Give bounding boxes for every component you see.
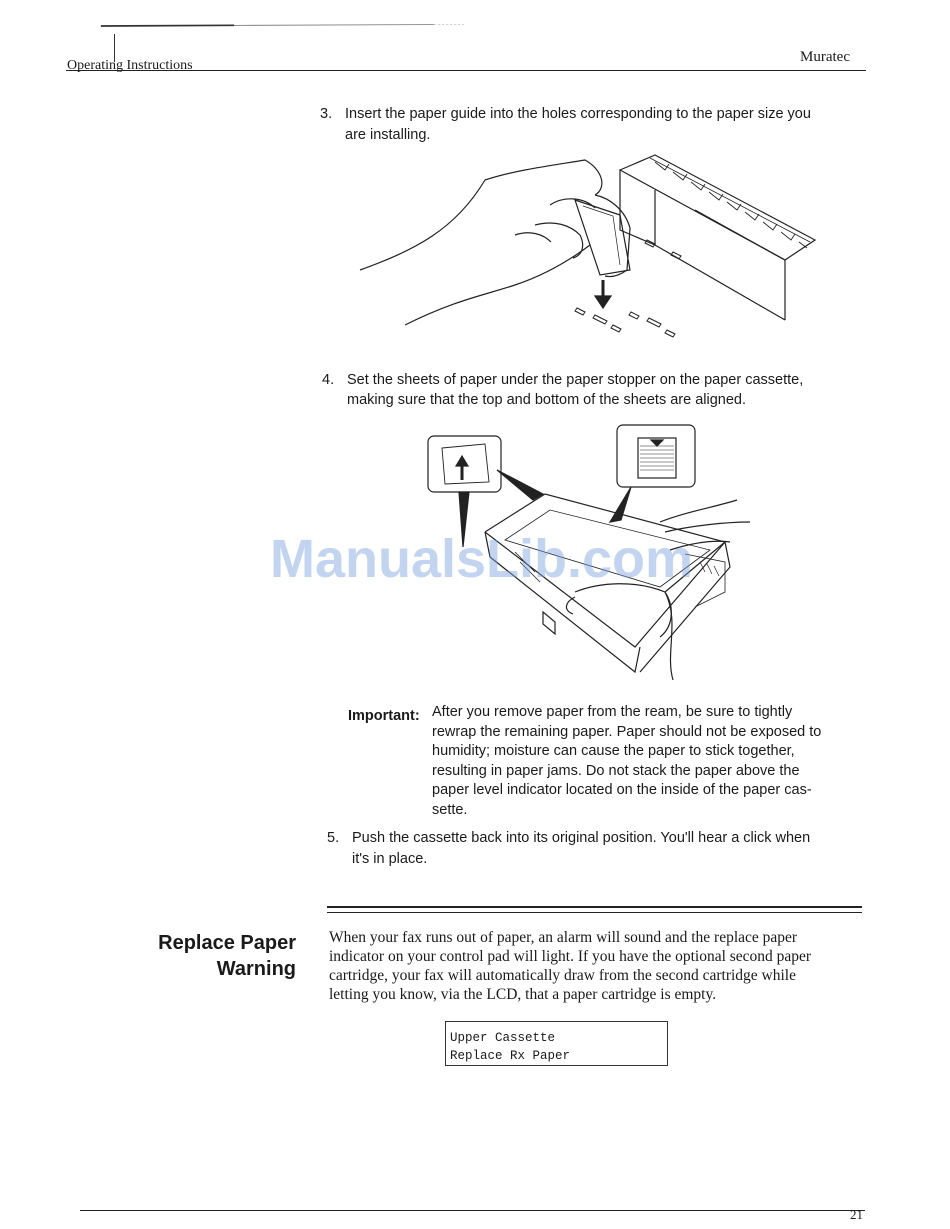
lcd-display: Upper Cassette Replace Rx Paper <box>445 1021 668 1066</box>
important-line: paper level indicator located on the ins… <box>432 782 812 798</box>
header-tick-mark <box>114 34 115 62</box>
important-body: After you remove paper from the ream, be… <box>432 703 852 820</box>
step-text-line: Insert the paper guide into the holes co… <box>345 106 811 122</box>
important-line: rewrap the remaining paper. Paper should… <box>432 723 822 740</box>
step-text-line: it's in place. <box>352 851 428 867</box>
step-5: 5. Push the cassette back into its origi… <box>327 828 867 872</box>
step-number: 5. <box>327 830 340 846</box>
header-rule <box>66 70 866 71</box>
page-number: 21 <box>850 1207 863 1222</box>
lcd-line-2: Replace Rx Paper <box>450 1049 571 1063</box>
section-body: When your fax runs out of paper, an alar… <box>329 928 864 1004</box>
section-heading: Replace Paper Warning <box>120 930 296 982</box>
watermark-text: ManualsLib.com <box>270 529 694 589</box>
footer-rule <box>80 1210 865 1211</box>
step-3: 3. Insert the paper guide into the holes… <box>320 104 860 148</box>
section-divider <box>327 912 862 913</box>
header-section-title: Operating Instructions <box>67 58 193 73</box>
section-body-line: cartridge, your fax will automatically d… <box>329 967 796 984</box>
important-note: Important: After you remove paper from t… <box>348 703 858 823</box>
section-body-line: indicator on your control pad will light… <box>329 948 812 965</box>
step-number: 3. <box>320 106 333 122</box>
scan-artifact-rule <box>100 24 465 27</box>
paper-cassette-loading-illustration <box>427 424 751 681</box>
header-brand: Muratec <box>800 49 850 65</box>
section-body-line: letting you know, via the LCD, that a pa… <box>329 986 717 1003</box>
step-4: 4. Set the sheets of paper under the pap… <box>322 370 862 414</box>
step-text-line: making sure that the top and bottom of t… <box>347 392 747 408</box>
lcd-line-1: Upper Cassette <box>450 1031 556 1045</box>
paper-guide-insertion-illustration <box>359 154 817 338</box>
important-line: After you remove paper from the ream, be… <box>432 704 793 720</box>
step-text-line: Push the cassette back into its original… <box>352 830 811 846</box>
important-line: sette. <box>432 801 468 818</box>
step-text-line: Set the sheets of paper under the paper … <box>347 372 804 388</box>
section-body-line: When your fax runs out of paper, an alar… <box>329 929 798 946</box>
important-label: Important: <box>348 708 420 724</box>
important-line: humidity; moisture can cause the paper t… <box>432 743 795 759</box>
section-heading-line: Replace Paper <box>158 932 296 954</box>
important-line: resulting in paper jams. Do not stack th… <box>432 762 800 779</box>
step-text-line: are installing. <box>345 127 431 143</box>
section-divider <box>327 906 862 908</box>
step-number: 4. <box>322 372 335 388</box>
section-heading-line: Warning <box>216 958 296 980</box>
